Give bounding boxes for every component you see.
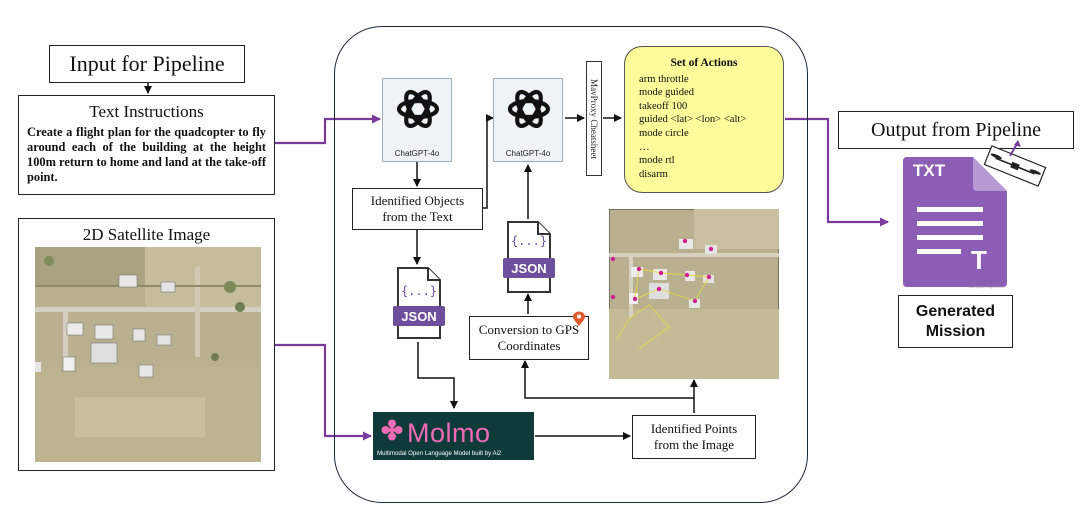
arrow-actions-to-output xyxy=(785,117,889,227)
json-braces: {...} xyxy=(400,284,438,298)
identified-points-box: Identified Points from the Image xyxy=(632,415,756,459)
annotated-satellite-image xyxy=(609,209,779,379)
satellite-image-box: 2D Satellite Image xyxy=(18,218,275,471)
chatgpt-label: ChatGPT-4o xyxy=(505,149,551,158)
arrow-map-to-conversion xyxy=(521,360,694,399)
map-pin-icon xyxy=(573,311,585,326)
arrow-instructions-to-gpt1 xyxy=(275,114,381,145)
drone-icon xyxy=(983,140,1047,187)
icon-credit: ComputerHope.com xyxy=(968,284,1004,289)
json-file-1: {...} JSON xyxy=(388,266,448,342)
chatgpt-label: ChatGPT-4o xyxy=(394,149,440,158)
action-line: takeoff 100 xyxy=(639,100,688,112)
json-file-icon xyxy=(397,267,441,339)
json-label: JSON xyxy=(393,306,445,326)
satellite-image-heading: 2D Satellite Image xyxy=(82,225,211,244)
action-line: disarm xyxy=(639,168,668,180)
arrow-json1-to-molmo xyxy=(417,342,458,409)
action-line: mode rtl xyxy=(639,155,675,167)
generated-mission-box: Generated Mission xyxy=(898,295,1013,348)
chatgpt-block-2: ChatGPT-4o xyxy=(493,78,563,162)
identified-objects-box: Identified Objects from the Text xyxy=(352,188,483,230)
action-line: mode circle xyxy=(639,127,689,139)
molmo-logo-box: Molmo Multimodal Open Language Model bui… xyxy=(373,412,534,460)
openai-logo-icon xyxy=(396,89,440,129)
text-instructions-heading: Text Instructions xyxy=(89,102,204,121)
gps-conversion-box: Conversion to GPS Coordinates xyxy=(469,311,589,360)
molmo-flower-icon xyxy=(381,419,403,441)
txt-t-letter: T xyxy=(971,245,987,275)
json-label: JSON xyxy=(503,258,555,278)
pipeline-container xyxy=(334,26,808,503)
set-of-actions-heading: Set of Actions xyxy=(670,57,738,69)
action-line: arm throttle xyxy=(639,73,689,85)
satellite-image xyxy=(35,247,261,462)
input-title: Input for Pipeline xyxy=(49,45,245,83)
molmo-subtitle: Multimodal Open Language Model built by … xyxy=(377,450,502,457)
chatgpt-block-1: ChatGPT-4o xyxy=(382,78,452,162)
json-braces: {...} xyxy=(510,234,548,248)
text-instructions-body: Create a flight plan for the quadcopter … xyxy=(27,125,266,184)
action-line: guided <lat> <lon> <alt> xyxy=(639,114,747,126)
txt-file-icon-box: TXT T ComputerHope.com xyxy=(903,157,1007,289)
openai-logo-icon xyxy=(507,89,551,129)
txt-label: TXT xyxy=(913,161,946,180)
arrow-objects-to-gpt2 xyxy=(483,114,494,209)
gps-conversion-label: Conversion to GPS Coordinates xyxy=(478,322,580,353)
set-of-actions-box: Set of Actions arm throttle mode guided … xyxy=(624,46,784,193)
mavproxy-cheatsheet-label: MavProxy Cheatsheet xyxy=(589,78,599,159)
txt-file-icon xyxy=(903,157,1007,287)
json-file-2: {...} JSON xyxy=(498,220,558,296)
output-title: Output from Pipeline xyxy=(838,111,1074,149)
action-line: … xyxy=(639,141,650,153)
arrow-satellite-to-molmo xyxy=(275,343,372,441)
mavproxy-cheatsheet-box: MavProxy Cheatsheet xyxy=(586,61,602,176)
text-instructions-box: Text Instructions Create a flight plan f… xyxy=(18,95,275,195)
action-line: mode guided xyxy=(639,87,695,99)
molmo-name: Molmo xyxy=(407,418,491,448)
